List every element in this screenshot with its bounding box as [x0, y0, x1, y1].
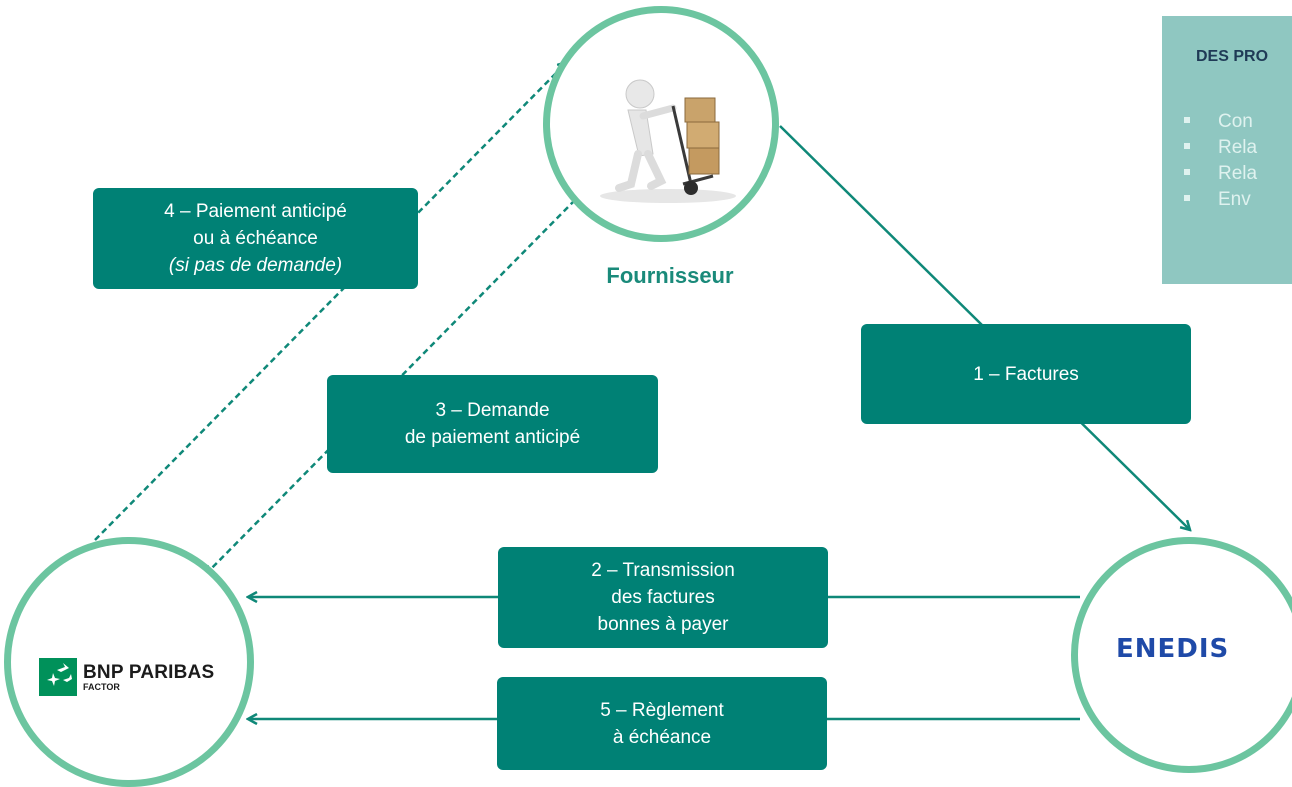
- step4-line2: ou à échéance: [193, 228, 318, 249]
- arrow-step4-paiement: [94, 62, 567, 541]
- fournisseur-label: Fournisseur: [606, 263, 734, 288]
- side-panel-item-text: Env: [1218, 189, 1251, 210]
- step3-demande-box: 3 – Demande de paiement anticipé: [327, 375, 658, 473]
- square-bullet-icon: [1184, 168, 1190, 175]
- side-panel: DES PRO Con Rela Rela Env: [1162, 16, 1292, 284]
- bnp-logo-sub: FACTOR: [83, 681, 120, 692]
- step4-line1: 4 – Paiement anticipé: [164, 201, 347, 222]
- step2-line1: 2 – Transmission: [591, 560, 735, 581]
- side-panel-item: Env: [1184, 187, 1257, 213]
- side-panel-item-text: Rela: [1218, 137, 1258, 158]
- step3-line2: de paiement anticipé: [404, 427, 581, 448]
- bnp-logo-name: BNP PARIBAS: [83, 661, 215, 683]
- step5-line1: 5 – Règlement: [600, 699, 724, 721]
- step2-transmission-box: 2 – Transmission des factures bonnes à p…: [498, 547, 828, 648]
- square-bullet-icon: [1184, 116, 1190, 123]
- delivery-person-icon: [600, 79, 736, 203]
- side-panel-item: Con: [1184, 109, 1257, 135]
- enedis-logo: ENEDIS: [1116, 634, 1230, 664]
- step5-reglement-box: 5 – Règlement à échéance: [497, 677, 827, 770]
- bnp-paribas-factor-logo: BNP PARIBAS FACTOR: [39, 658, 214, 696]
- step2-line3: bonnes à payer: [597, 614, 729, 635]
- step4-paiement-box: 4 – Paiement anticipé ou à échéance (si …: [93, 188, 418, 289]
- step2-line2: des factures: [611, 587, 715, 608]
- side-panel-item: Rela: [1184, 135, 1257, 161]
- side-panel-list: Con Rela Rela Env: [1184, 109, 1257, 213]
- bnp-paribas-factor-node: BNP PARIBAS FACTOR: [4, 537, 254, 787]
- square-bullet-icon: [1184, 142, 1190, 149]
- step5-line2: à échéance: [612, 726, 712, 748]
- side-panel-item-text: Rela: [1218, 163, 1258, 184]
- step1-line1: 1 – Factures: [973, 363, 1079, 385]
- fournisseur-node: [543, 6, 779, 242]
- bnp-stars-logo-icon: [39, 658, 77, 696]
- enedis-node: ENEDIS: [1071, 537, 1292, 773]
- step1-factures-box: 1 – Factures: [861, 324, 1191, 424]
- square-bullet-icon: [1184, 194, 1190, 201]
- side-panel-item: Rela: [1184, 161, 1257, 187]
- side-panel-title: DES PRO: [1196, 48, 1269, 65]
- step3-line1: 3 – Demande: [435, 400, 550, 421]
- side-panel-item-text: Con: [1218, 111, 1253, 132]
- step4-line3: (si pas de demande): [168, 255, 343, 276]
